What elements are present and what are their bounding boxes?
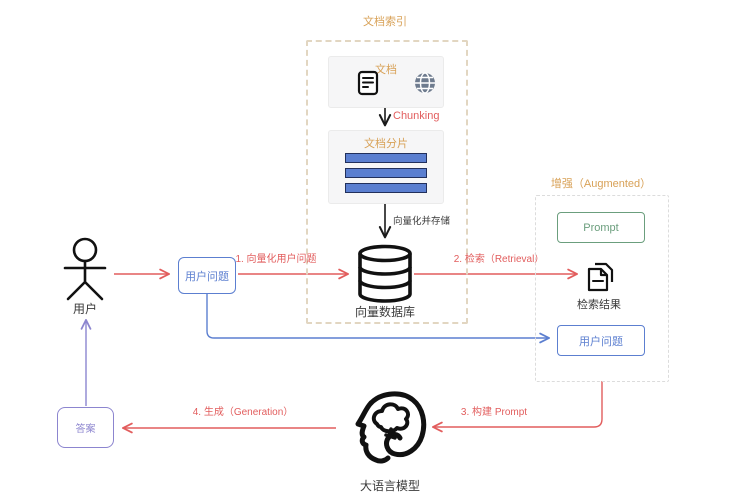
chunking-arrow-label: Chunking: [393, 110, 440, 122]
document-icon: [357, 70, 379, 96]
indexing-dashed-container: [306, 40, 468, 324]
documents-box-title: 文档: [375, 64, 397, 76]
answer-box: 答案: [57, 407, 114, 448]
prompt-box: Prompt: [557, 212, 645, 243]
user-label: 用户: [72, 302, 98, 316]
documents-box: 文档: [328, 56, 444, 108]
indexing-section-title: 文档索引: [363, 16, 407, 28]
augmented-section-title: 增强（Augmented）: [550, 178, 652, 190]
store-arrow-label: 向量化并存储: [393, 216, 451, 227]
step2-label: 2. 检索（Retrieval）: [453, 254, 545, 265]
chunk-bar: [345, 168, 427, 178]
database-icon: [358, 244, 412, 303]
stick-figure-icon: [63, 237, 107, 301]
retrieval-result-label: 检索结果: [577, 299, 621, 311]
step4-label: 4. 生成（Generation）: [192, 407, 294, 418]
step3-label: 3. 构建 Prompt: [460, 407, 528, 418]
chunk-bar: [345, 153, 427, 163]
document-copy-icon: [587, 262, 614, 292]
user-question-box: 用户问题: [178, 257, 236, 294]
augmented-user-question-box: 用户问题: [557, 325, 645, 356]
chunks-box-title: 文档分片: [364, 138, 408, 150]
step1-label: 1. 向量化用户问题: [235, 254, 317, 265]
globe-icon: [415, 72, 435, 94]
chunks-box: 文档分片: [328, 130, 444, 204]
augmented-dashed-container: [535, 195, 669, 382]
vector-db-label: 向量数据库: [354, 305, 416, 319]
chunk-bar: [345, 183, 427, 193]
llm-label: 大语言模型: [359, 479, 421, 493]
head-brain-icon: [355, 391, 427, 464]
